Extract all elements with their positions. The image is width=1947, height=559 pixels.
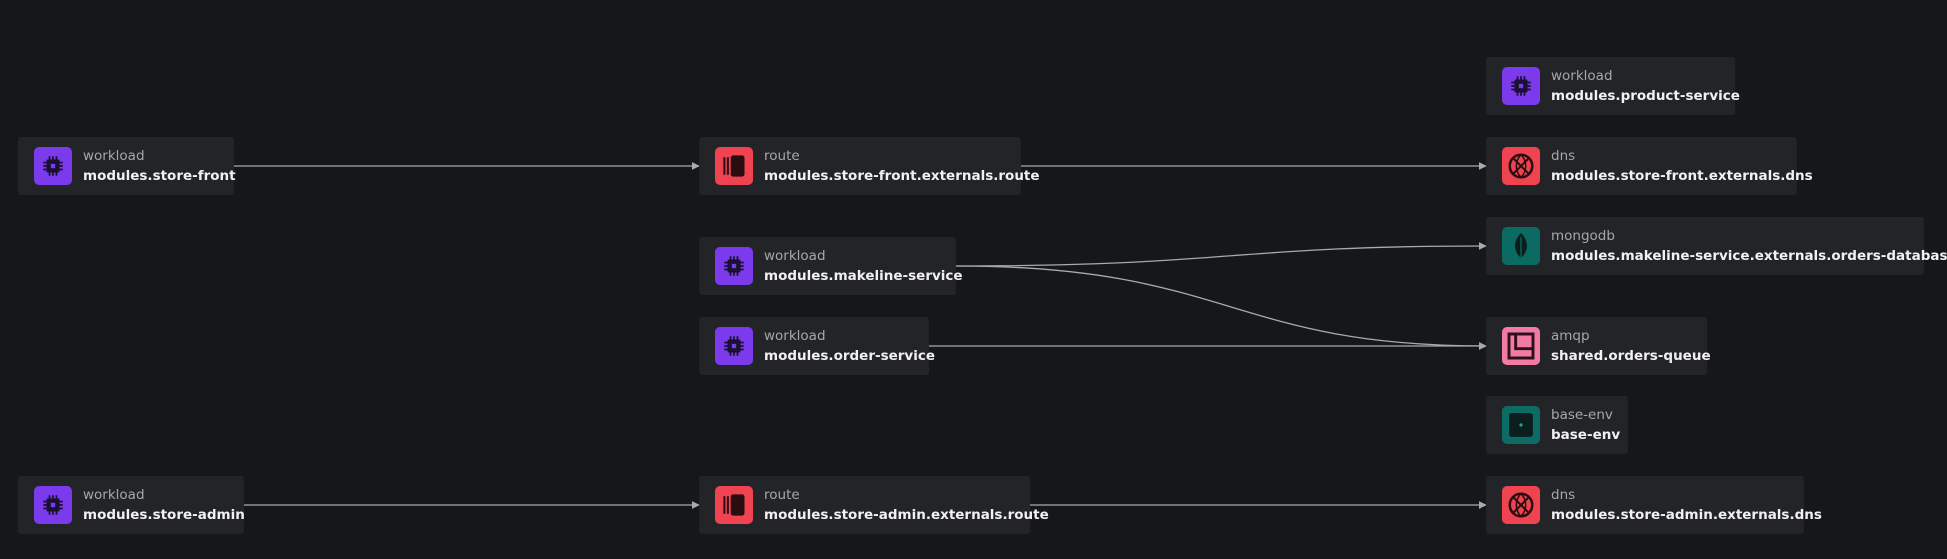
node-name-label: modules.store-admin.externals.route (764, 507, 1049, 523)
node-orders-database[interactable]: mongodb modules.makeline-service.externa… (1486, 217, 1947, 275)
node-kind-label: workload (83, 487, 145, 503)
node-kind-label: workload (764, 248, 826, 264)
node-kind-label: base-env (1551, 407, 1613, 423)
node-store-admin-route[interactable]: route modules.store-admin.externals.rout… (699, 476, 1049, 534)
node-kind-label: workload (83, 148, 145, 164)
edge-makeline-to-mongodb (955, 242, 1487, 267)
node-name-label: modules.order-service (764, 348, 936, 364)
route-icon (715, 486, 753, 524)
node-kind-label: workload (1551, 68, 1613, 84)
globe-icon (1502, 147, 1540, 185)
leaf-icon (1502, 227, 1540, 265)
node-name-label: modules.store-front.externals.route (764, 168, 1040, 184)
node-kind-label: route (764, 148, 800, 164)
node-name-label: modules.makeline-service (764, 268, 963, 284)
dot-square-icon (1502, 406, 1540, 444)
node-makeline-service[interactable]: workload modules.makeline-service (699, 237, 963, 295)
node-kind-label: dns (1551, 148, 1576, 164)
globe-icon (1502, 486, 1540, 524)
node-name-label: modules.store-front (83, 168, 236, 184)
node-name-label: base-env (1551, 427, 1621, 443)
queue-icon (1502, 327, 1540, 365)
edge-makeline-to-amqp (955, 265, 1487, 350)
node-store-admin-dns[interactable]: dns modules.store-admin.externals.dns (1486, 476, 1822, 534)
node-name-label: shared.orders-queue (1551, 348, 1711, 364)
cpu-chip-icon (715, 327, 753, 365)
cpu-chip-icon (715, 247, 753, 285)
cpu-chip-icon (34, 486, 72, 524)
node-name-label: modules.store-admin.externals.dns (1551, 507, 1822, 523)
node-store-front-dns[interactable]: dns modules.store-front.externals.dns (1486, 137, 1813, 195)
cpu-chip-icon (1502, 67, 1540, 105)
node-name-label: modules.makeline-service.externals.order… (1551, 248, 1947, 264)
node-store-front[interactable]: workload modules.store-front (18, 137, 236, 195)
node-name-label: modules.store-front.externals.dns (1551, 168, 1813, 184)
route-icon (715, 147, 753, 185)
node-kind-label: mongodb (1551, 228, 1615, 244)
node-store-front-route[interactable]: route modules.store-front.externals.rout… (699, 137, 1040, 195)
node-order-service[interactable]: workload modules.order-service (699, 317, 935, 375)
cpu-chip-icon (34, 147, 72, 185)
node-name-label: modules.store-admin (83, 507, 245, 523)
node-product-service[interactable]: workload modules.product-service (1486, 57, 1740, 115)
node-kind-label: route (764, 487, 800, 503)
node-orders-queue[interactable]: amqp shared.orders-queue (1486, 317, 1711, 375)
node-kind-label: workload (764, 328, 826, 344)
node-store-admin[interactable]: workload modules.store-admin (18, 476, 245, 534)
node-kind-label: dns (1551, 487, 1576, 503)
node-name-label: modules.product-service (1551, 88, 1740, 104)
node-kind-label: amqp (1551, 328, 1590, 344)
node-base-env[interactable]: base-env base-env (1486, 396, 1628, 454)
